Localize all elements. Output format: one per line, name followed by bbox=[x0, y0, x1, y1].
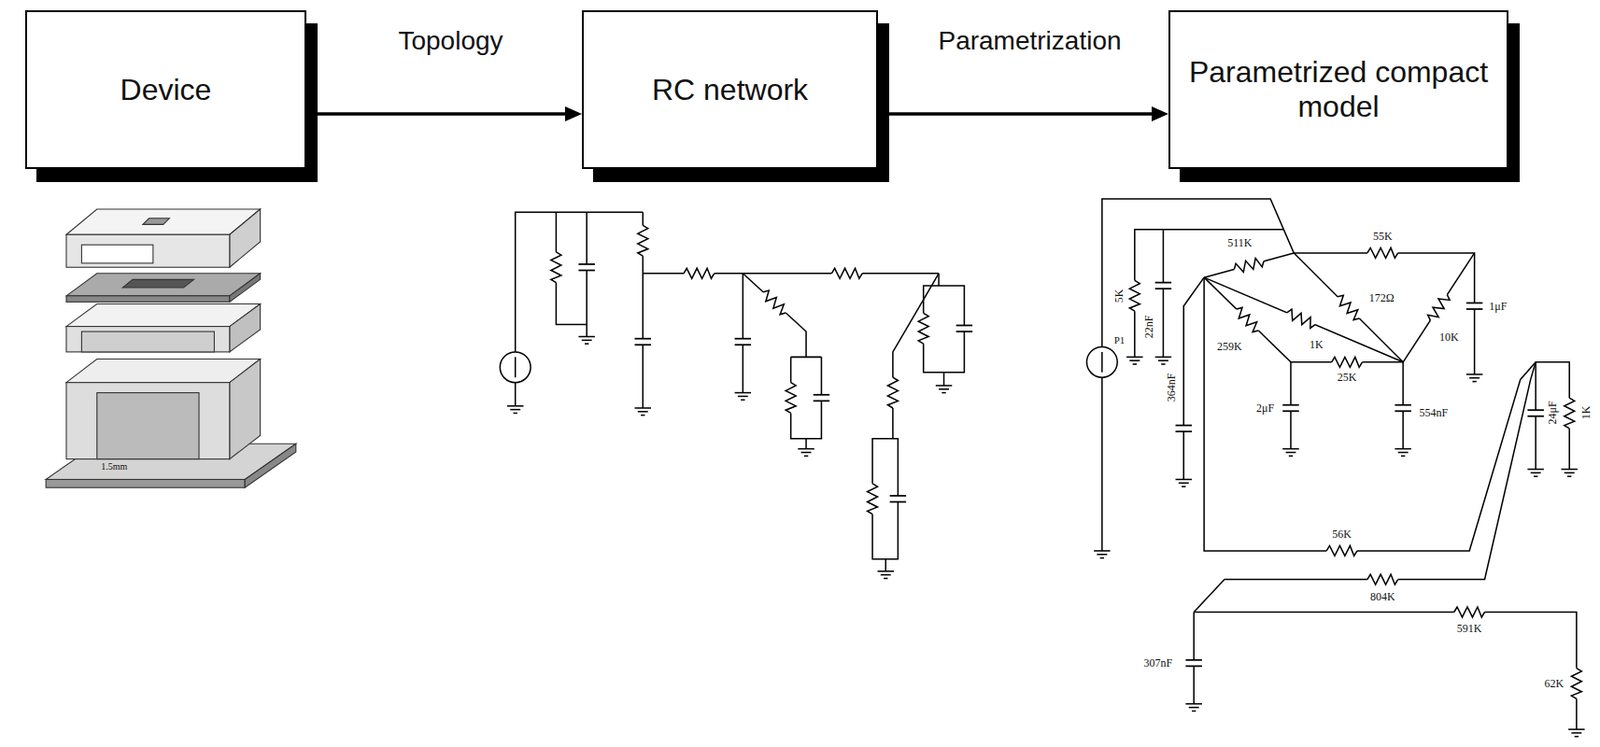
component-value: 1μF bbox=[1487, 300, 1508, 312]
component-value: 22nF bbox=[1143, 313, 1155, 340]
component-value: 804K bbox=[1369, 591, 1397, 603]
component-value: 259K bbox=[1216, 340, 1244, 353]
component-value: 55K bbox=[1372, 230, 1394, 242]
compact-model-schematic bbox=[1086, 198, 1585, 737]
arrow-head bbox=[1151, 106, 1169, 122]
component-value: 1K bbox=[1308, 339, 1325, 351]
process-box: RC network bbox=[581, 10, 878, 170]
component-value: 10K bbox=[1438, 331, 1460, 343]
component-value: 2μF bbox=[1255, 402, 1275, 414]
component-value: 25K bbox=[1336, 371, 1359, 383]
component-value: 5K bbox=[1113, 287, 1125, 304]
edge-label: Parametrization bbox=[934, 26, 1124, 57]
dimension-label: 1.5mm bbox=[99, 462, 128, 472]
box-label: RC network bbox=[651, 72, 808, 108]
box-label: Device bbox=[120, 72, 213, 108]
edge-label: Topology bbox=[395, 26, 506, 57]
component-value: 591K bbox=[1456, 623, 1484, 635]
component-value: 554nF bbox=[1418, 407, 1450, 419]
component-value: 24μF bbox=[1546, 400, 1558, 426]
rc-network-schematic bbox=[499, 212, 973, 579]
component-value: 62K bbox=[1543, 678, 1565, 690]
arrow-line bbox=[306, 112, 567, 116]
arrow-line bbox=[877, 112, 1154, 116]
arrow-head bbox=[565, 106, 582, 122]
box-label: Parametrized compact model bbox=[1170, 55, 1507, 125]
component-value: 1K bbox=[1580, 405, 1592, 422]
component-value: 511K bbox=[1226, 237, 1253, 249]
component-value: 307nF bbox=[1143, 657, 1175, 669]
process-box: Parametrized compact model bbox=[1168, 10, 1509, 170]
component-value: 364nF bbox=[1165, 372, 1177, 404]
process-box: Device bbox=[25, 10, 307, 170]
component-value: P1 bbox=[1113, 334, 1127, 345]
component-value: 172Ω bbox=[1368, 292, 1396, 304]
flow-arrow bbox=[306, 106, 582, 122]
device-illustration bbox=[45, 209, 297, 488]
component-value: 56K bbox=[1330, 528, 1353, 540]
flow-arrow bbox=[877, 106, 1169, 122]
